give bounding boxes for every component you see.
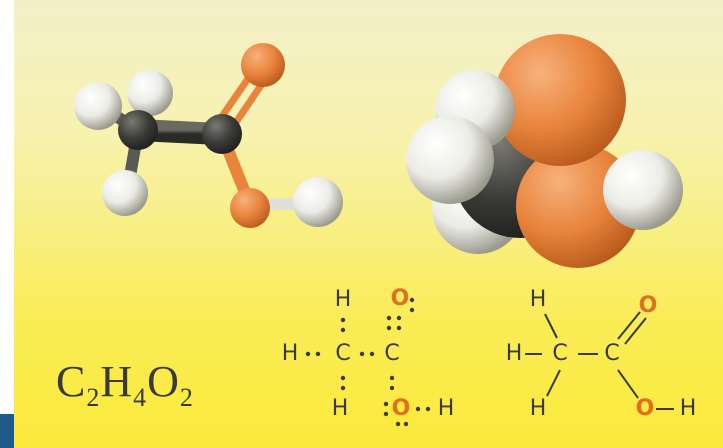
bond-line bbox=[617, 369, 639, 399]
formula-symbol: C bbox=[56, 357, 87, 406]
carbon-atom bbox=[118, 110, 158, 150]
lewis-o-bottom: O bbox=[391, 396, 411, 421]
structural-formula-bonds bbox=[525, 311, 674, 410]
molecular-formula: C2H4O2 bbox=[56, 357, 194, 411]
electron-dot bbox=[396, 325, 402, 331]
struct-h-right: H bbox=[679, 396, 697, 421]
formula-subscript: 2 bbox=[86, 383, 101, 412]
hydrogen-atom bbox=[293, 177, 343, 227]
struct-c-right: C bbox=[604, 341, 620, 366]
oxygen-atom bbox=[241, 43, 285, 87]
electron-dot bbox=[386, 325, 392, 331]
carbon-atom bbox=[202, 114, 242, 154]
corner-accent bbox=[0, 414, 14, 448]
bond-line bbox=[546, 369, 561, 397]
electron-dot bbox=[359, 351, 365, 357]
lewis-structure-bonds bbox=[305, 297, 431, 427]
electron-dot bbox=[340, 385, 346, 391]
struct-h-bottom: H bbox=[529, 396, 547, 421]
electron-dot bbox=[340, 375, 346, 381]
hydrogen-atom bbox=[603, 150, 683, 230]
electron-dot bbox=[415, 406, 421, 412]
bond-line bbox=[544, 313, 558, 339]
electron-dot bbox=[395, 421, 401, 427]
ball-and-stick-model bbox=[74, 43, 343, 228]
electron-dot bbox=[383, 411, 389, 417]
lewis-h-right: H bbox=[437, 396, 455, 421]
formula-symbol: H bbox=[100, 357, 134, 406]
oxygen-atom bbox=[494, 34, 626, 166]
lewis-c-left: C bbox=[335, 341, 351, 366]
electron-dot bbox=[305, 351, 311, 357]
formula-subscript: 4 bbox=[133, 383, 148, 412]
lewis-h-left: H bbox=[281, 341, 299, 366]
electron-dot bbox=[396, 315, 402, 321]
electron-dot bbox=[389, 385, 395, 391]
hydrogen-atom bbox=[127, 70, 173, 116]
electron-dot bbox=[369, 351, 375, 357]
electron-dot bbox=[383, 401, 389, 407]
struct-o-bottom: O bbox=[635, 396, 655, 421]
struct-h-left: H bbox=[505, 341, 523, 366]
formula-subscript: 2 bbox=[179, 383, 194, 412]
struct-h-top: H bbox=[529, 287, 547, 312]
struct-o-top: O bbox=[638, 293, 658, 318]
electron-dot bbox=[315, 351, 321, 357]
hydrogen-atom bbox=[74, 82, 122, 130]
space-filling-model bbox=[406, 34, 683, 268]
electron-dot bbox=[340, 327, 346, 333]
bond-line bbox=[624, 317, 647, 345]
formula-symbol: O bbox=[147, 357, 180, 406]
electron-dot bbox=[386, 315, 392, 321]
electron-dot bbox=[340, 317, 346, 323]
lewis-o-top: O bbox=[390, 286, 410, 311]
lewis-h-top: H bbox=[334, 287, 352, 312]
electron-dot bbox=[425, 406, 431, 412]
electron-dot bbox=[409, 297, 415, 303]
bond-line bbox=[617, 311, 641, 340]
hydrogen-atom bbox=[102, 170, 148, 216]
struct-c-left: C bbox=[552, 341, 568, 366]
electron-dot bbox=[403, 421, 409, 427]
electron-dot bbox=[409, 307, 415, 313]
electron-dot bbox=[389, 375, 395, 381]
lewis-h-bottom: H bbox=[331, 396, 349, 421]
lewis-c-right: C bbox=[384, 341, 400, 366]
oxygen-atom bbox=[230, 188, 270, 228]
hydrogen-atom bbox=[406, 116, 494, 204]
